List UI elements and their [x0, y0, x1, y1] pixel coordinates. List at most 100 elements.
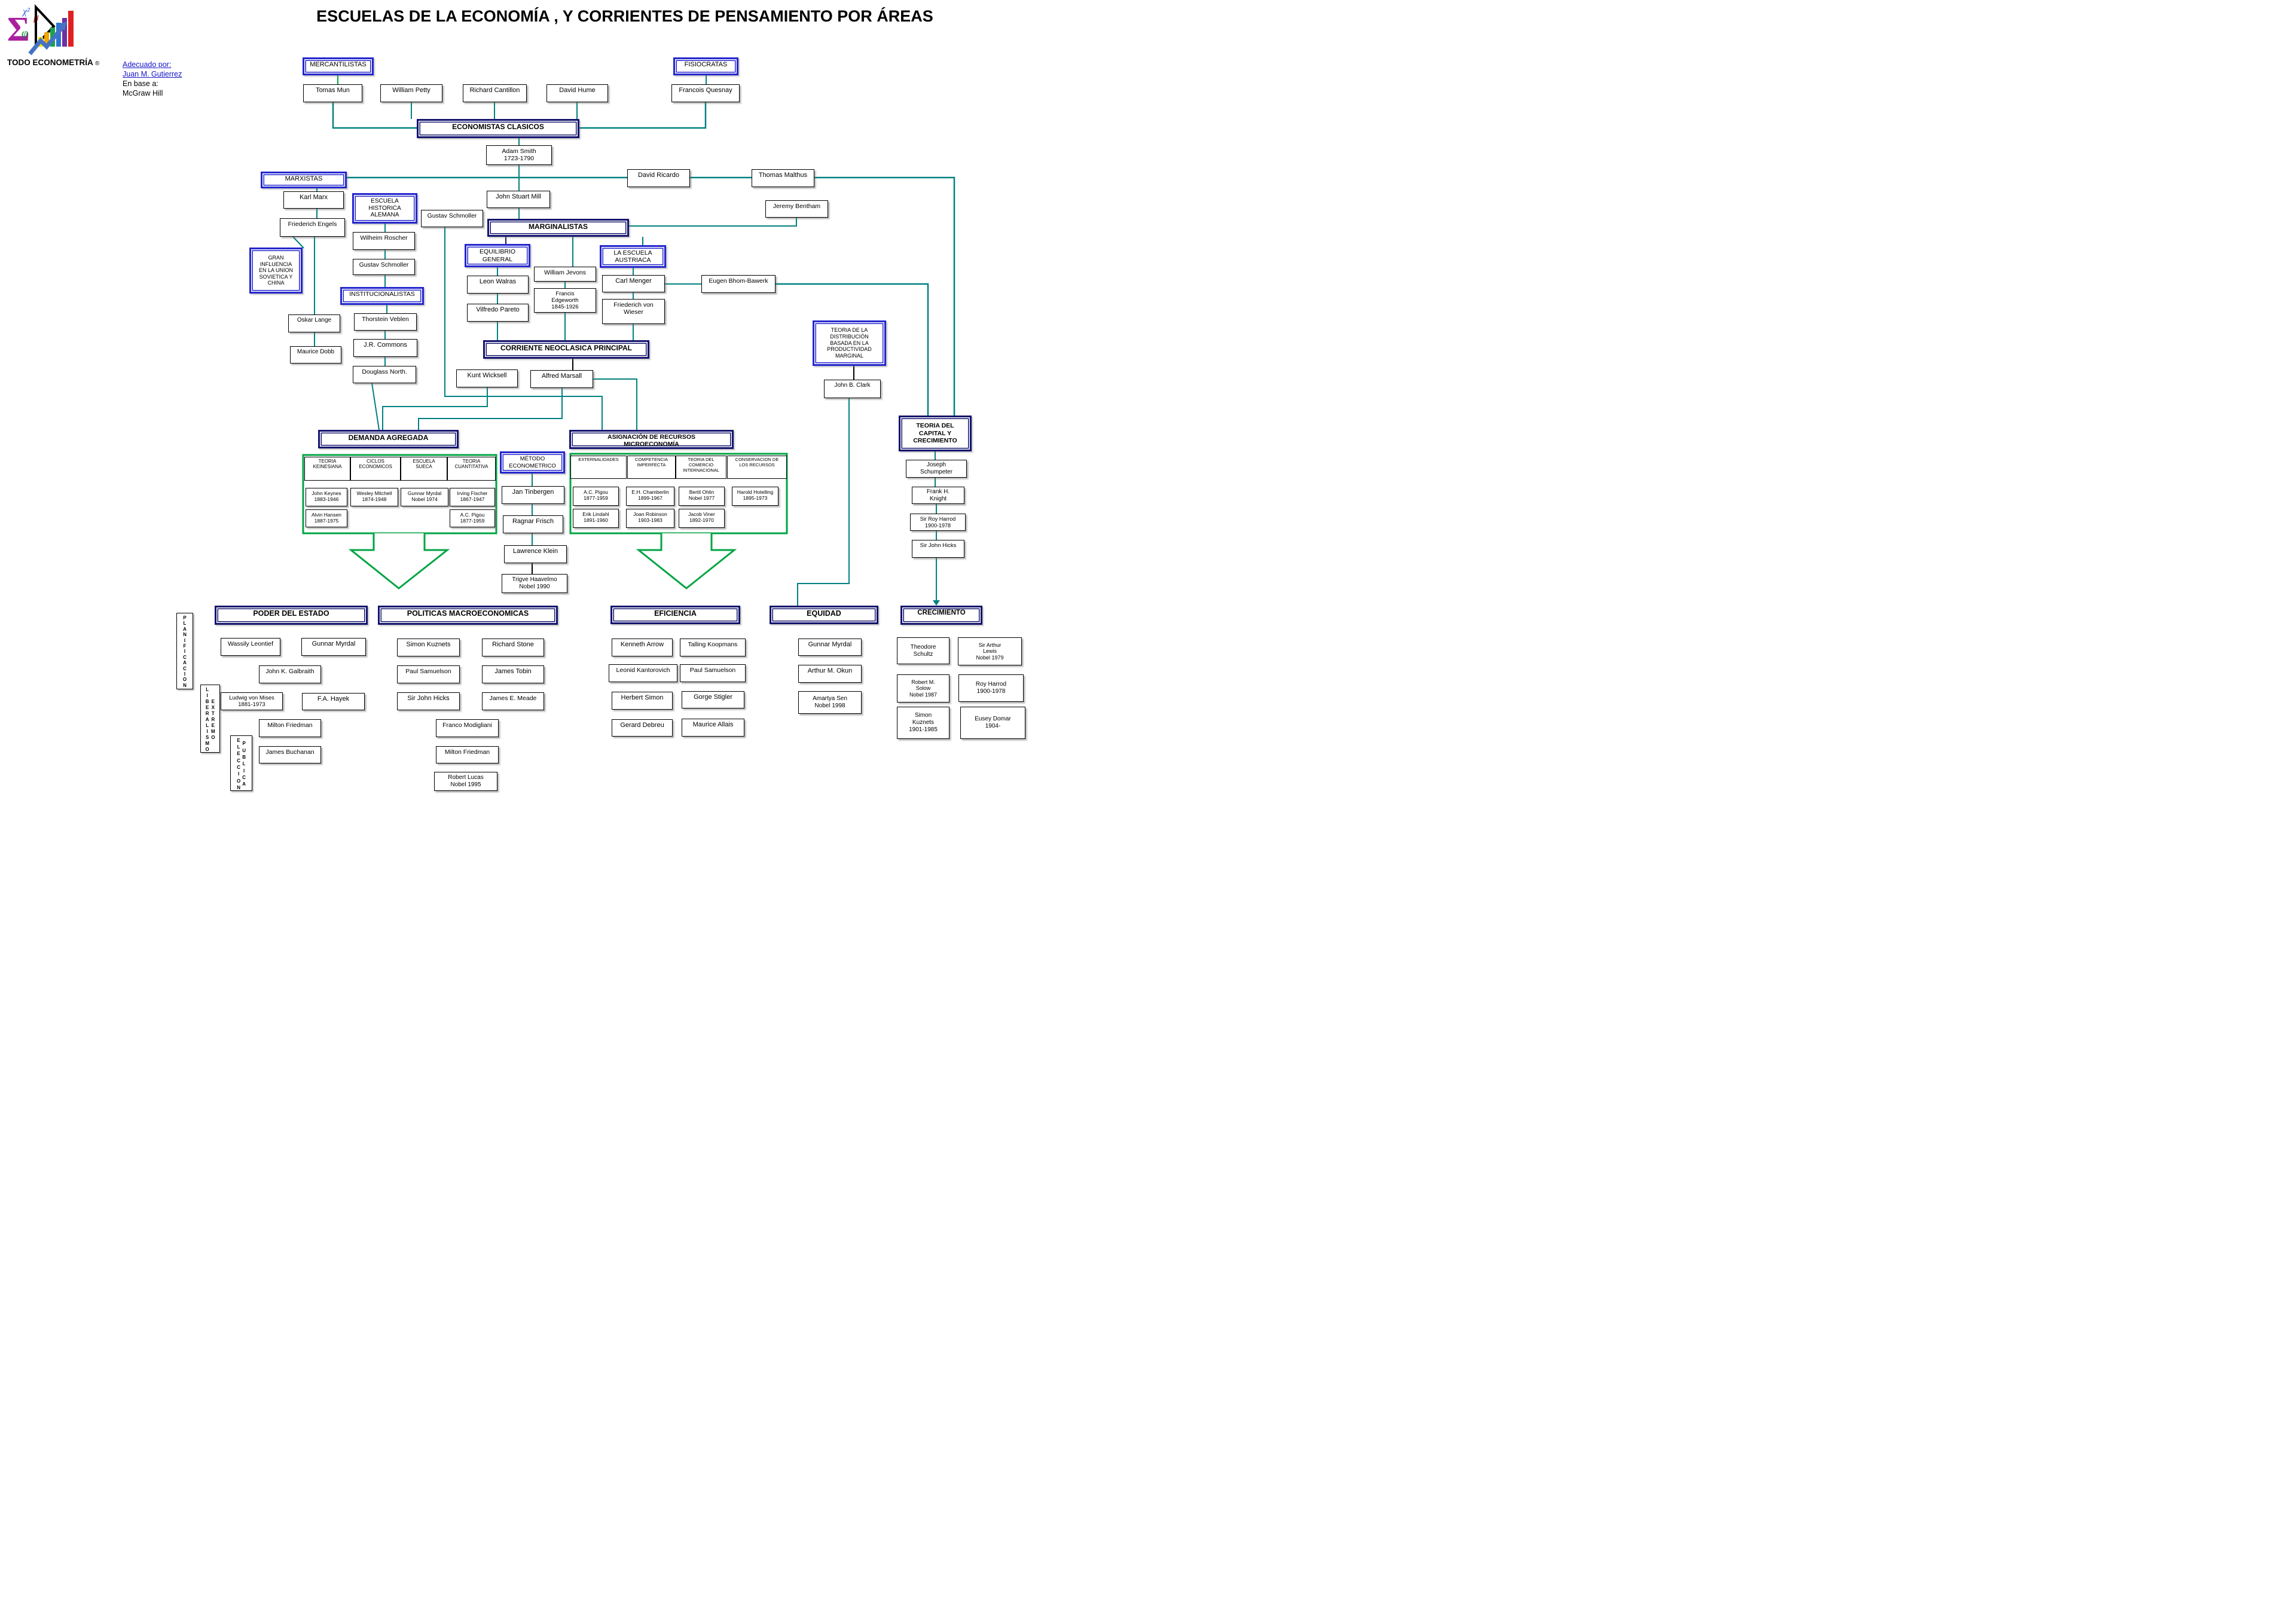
- logo: Σ χ² μ φ TODO ECONOMETRÍA ®: [7, 4, 121, 67]
- thorstein-veblen: Thorstein Veblen: [354, 313, 417, 331]
- richard-cantillon: Richard Cantillon: [463, 84, 527, 102]
- economistas-clasicos: ECONOMISTAS CLASICOS: [417, 119, 579, 138]
- talling-koopmans: Talling Koopmans: [680, 639, 746, 656]
- sir-roy-harrod: Sir Roy Harrod 1900-1978: [910, 514, 966, 531]
- john-keynes: John Keynes 1883-1946: [306, 488, 347, 506]
- francis-edgeworth: Francis Edgeworth 1845-1926: [534, 288, 596, 313]
- cell-externalidades: EXTERNALIDADES: [570, 456, 627, 479]
- credit-block: Adecuado por: Juan M. Gutierrez En base …: [123, 60, 182, 98]
- la-escuela-austriaca: LA ESCUELA AUSTRIACA: [600, 245, 666, 268]
- tomas-mun: Tomas Mun: [303, 84, 362, 102]
- sir-arthur-lewis: Sir Arthur Lewis Nobel 1979: [958, 637, 1022, 665]
- marxistas: MARXISTAS: [261, 172, 347, 188]
- eusey-domar: Eusey Domar 1904-: [960, 707, 1025, 739]
- ac-pigou-externalidades: A.C. Pigou 1877-1959: [573, 487, 619, 506]
- eleccion-publica-col-1: P U B L I C A: [242, 741, 246, 787]
- fisiocratas: FISIOCRATAS: [673, 57, 738, 75]
- demanda-agregada: DEMANDA AGREGADA: [318, 430, 459, 448]
- mercantilistas: MERCANTILISTAS: [303, 57, 374, 75]
- cell-teoria-comercio: TEORIA DEL COMERCIO INTERNACIONAL: [676, 456, 726, 479]
- milton-friedman-estado: Milton Friedman: [259, 719, 321, 737]
- william-petty: William Petty: [380, 84, 442, 102]
- milton-friedman-macro: Milton Friedman: [436, 746, 499, 763]
- william-jevons: William Jevons: [534, 267, 596, 282]
- logo-graphic: Σ χ² μ φ: [7, 4, 74, 56]
- svg-text:χ²: χ²: [22, 7, 30, 17]
- ragnar-frisch: Ragnar Frisch: [503, 515, 563, 533]
- james-buchanan: James Buchanan: [259, 746, 321, 763]
- page-title: ESCUELAS DE LA ECONOMÍA , Y CORRIENTES D…: [316, 7, 933, 25]
- arrowhead-48: [933, 600, 940, 606]
- eficiencia: EFICIENCIA: [610, 606, 740, 624]
- jr-commons: J.R. Commons: [353, 339, 417, 357]
- thomas-malthus: Thomas Malthus: [752, 169, 814, 187]
- eugen-bhom-bawerk: Eugen Bhom-Bawerk: [701, 275, 775, 293]
- james-tobin: James Tobin: [482, 665, 544, 683]
- francois-quesnay: Francois Quesnay: [671, 84, 740, 102]
- corriente-neoclasica: CORRIENTE NEOCLASICA PRINCIPAL: [483, 340, 649, 359]
- connector-6: [579, 102, 707, 129]
- robert-lucas: Robert Lucas Nobel 1995: [434, 772, 497, 791]
- gerard-debreu: Gerard Debreu: [612, 719, 673, 737]
- connector-2: [332, 102, 417, 129]
- wassily-leontief: Wassily Leontief: [221, 638, 280, 656]
- sir-john-hicks-capital: Sir John Hicks: [912, 540, 964, 558]
- joan-robinson: Joan Robinson 1903-1983: [626, 509, 674, 528]
- svg-text:φ: φ: [22, 27, 28, 40]
- asignacion-arrow: [636, 533, 737, 589]
- cell-competencia-imperfecta: COMPETENCIA IMPERFECTA: [627, 456, 676, 479]
- planificacion: P L A N I F I C A C I O N: [176, 613, 193, 689]
- wilheim-roscher: Wilheim Roscher: [353, 232, 415, 250]
- adam-smith: Adam Smith 1723-1790: [486, 145, 552, 165]
- cell-teoria-cuantitativa: TEORIA CUANTITATIVA: [447, 457, 496, 481]
- credit-link-adecuado[interactable]: Adecuado por:: [123, 60, 172, 69]
- ludwig-von-mises: Ludwig von Mises 1881-1973: [221, 692, 283, 710]
- amartya-sen: Amartya Sen Nobel 1998: [798, 691, 862, 714]
- gorge-stigler: Gorge Stigler: [682, 691, 744, 708]
- maurice-dobb: Maurice Dobb: [290, 346, 341, 364]
- karl-marx: Karl Marx: [283, 191, 344, 209]
- kunt-wicksell: Kunt Wicksell: [456, 369, 518, 387]
- simon-kuznets-crecimiento: Simon Kuznets 1901-1985: [897, 707, 949, 739]
- wesley-mitchell: Wesley Mitchell 1874-1948: [350, 488, 398, 506]
- equidad: EQUIDAD: [770, 606, 878, 624]
- gustav-schmoller-2: Gustav Schmoller: [353, 259, 415, 275]
- institucionalistas: INSTITUCIONALISTAS: [340, 287, 424, 305]
- theodore-schultz: Theodore Schultz: [897, 637, 949, 664]
- svg-text:Σ: Σ: [7, 10, 30, 48]
- leon-walras: Leon Walras: [467, 276, 529, 294]
- arthur-m-okun: Arthur M. Okun: [798, 665, 862, 683]
- jeremy-bentham: Jeremy Bentham: [765, 200, 828, 218]
- crecimiento: CRECIMIENTO: [900, 606, 982, 625]
- gustav-schmoller-top: Gustav Schmoller: [421, 210, 483, 227]
- kenneth-arrow: Kenneth Arrow: [612, 639, 673, 656]
- metodo-econometrico: MÉTODO ECONOMETRICO: [500, 451, 565, 474]
- diagram-canvas: Σ χ² μ φ TODO ECONOMETRÍA ® ESCUELAS DE …: [0, 0, 1148, 813]
- connector-12: [292, 236, 304, 249]
- frank-h-knight: Frank H. Knight: [912, 487, 964, 504]
- herbert-simon: Herbert Simon: [612, 692, 673, 710]
- sir-john-hicks-macro: Sir John Hicks: [397, 692, 460, 710]
- credit-source: McGraw Hill: [123, 89, 163, 97]
- gunnar-myrdal-sueca: Gunnar Myrdal Nobel 1974: [401, 488, 448, 506]
- vilfredo-pareto: Vilfredo Pareto: [467, 304, 529, 322]
- liberalismo-extremo-col-0: L I B E R A L I S M O: [205, 686, 209, 752]
- equilibrio-general: EQUILIBRIO GENERAL: [465, 244, 530, 267]
- politicas-macroeconomicas: POLITICAS MACROECONOMICAS: [378, 606, 558, 625]
- john-k-galbraith: John K. Galbraith: [259, 665, 321, 683]
- teoria-distribucion-marginal: TEORIA DE LA DISTRIBUCIÓN BASADA EN LA P…: [813, 320, 886, 366]
- credit-link-author[interactable]: Juan M. Gutierrez: [123, 70, 182, 78]
- bertil-ohlin: Bertil Ohlin Nobel 1977: [679, 487, 725, 506]
- cell-escuela-sueca: ESCUELA SUECA: [401, 457, 447, 481]
- james-e-meade: James E. Meade: [482, 692, 544, 710]
- eleccion-publica-col-0: E L E C C I O N: [236, 737, 241, 790]
- connector-43: [797, 398, 850, 606]
- escuela-historica-alemana: ESCUELA HISTORICA ALEMANA: [352, 193, 417, 224]
- jacob-viner: Jacob Viner 1892-1970: [679, 509, 725, 528]
- gunnar-myrdal-equidad: Gunnar Myrdal: [798, 639, 862, 656]
- registered-mark: ®: [95, 60, 100, 67]
- alfred-marsall: Alfred Marsall: [530, 370, 593, 388]
- eh-chamberlin: E.H. Chamberlin 1899-1967: [626, 487, 674, 506]
- franco-modigliani: Franco Modigliani: [436, 719, 499, 737]
